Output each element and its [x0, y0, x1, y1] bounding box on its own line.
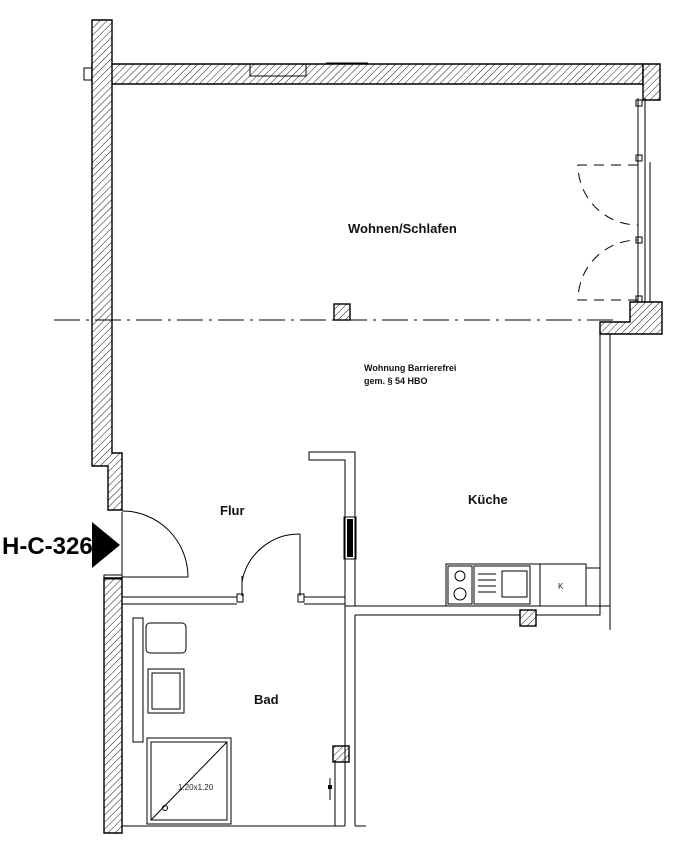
room-label-kitchen: Küche: [468, 492, 508, 507]
balcony-door-swings: [577, 164, 639, 301]
shower-size-label: 1.20x1.20: [178, 783, 214, 792]
left-wall-upper: [91, 19, 123, 511]
stove-mark-label: K: [558, 582, 564, 591]
interior-walls: [103, 451, 610, 827]
right-window: [635, 98, 651, 303]
right-wall-mid: [599, 301, 663, 335]
unit-id-label: H-C-326: [2, 533, 93, 560]
room-label-hall: Flur: [220, 503, 245, 518]
bath-door: [241, 533, 301, 596]
shower-icon: [146, 737, 232, 825]
bath-fixtures: [132, 617, 332, 825]
kitchen-counter: [445, 563, 601, 607]
sink-icon: [473, 565, 531, 605]
shaft-marker-bath: [332, 745, 350, 763]
accessibility-note-line1: Wohnung Barrierefrei: [364, 363, 456, 373]
right-wall-lower: [599, 334, 611, 630]
outer-walls: [91, 19, 663, 834]
shaft-marker-kitchen: [519, 609, 537, 627]
wall-radiator: [343, 516, 357, 560]
left-wall-lower: [103, 577, 123, 834]
wall-stub: [83, 67, 93, 81]
room-label-bath: Bad: [254, 692, 279, 707]
entrance-door: [121, 510, 189, 578]
hob-icon: [447, 565, 473, 605]
top-wall: [91, 63, 644, 85]
top-window: [249, 62, 368, 77]
right-wall-top: [642, 63, 661, 101]
washbasin-icon: [147, 668, 185, 714]
accessibility-note-line2: gem. § 54 HBO: [364, 376, 428, 386]
toilet-icon: [145, 622, 187, 654]
shaft-marker-living: [333, 303, 351, 321]
room-label-living: Wohnen/Schlafen: [348, 221, 457, 236]
entrance-arrow-icon: [92, 522, 120, 568]
